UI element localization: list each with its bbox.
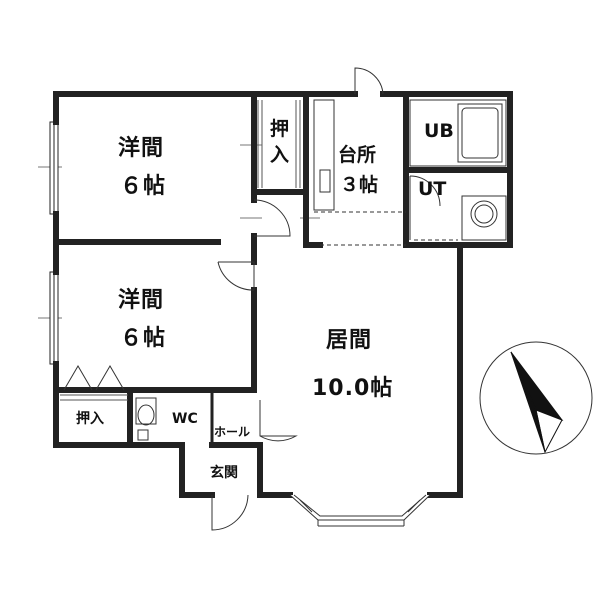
toilet-name: WC — [172, 411, 198, 427]
north-arrow-icon — [479, 341, 593, 455]
entrance-name: 玄関 — [210, 465, 238, 481]
bedroom1-size: ６帖 — [120, 174, 167, 199]
bay-window — [289, 494, 431, 527]
hall-name: ホール — [214, 425, 251, 439]
bedroom2-size: ６帖 — [120, 326, 167, 351]
thin-walls — [130, 388, 214, 445]
living-size: 10.0帖 — [312, 376, 394, 401]
utility-name: UT — [418, 178, 447, 200]
fixtures — [135, 99, 507, 441]
kitchen-size: ３帖 — [340, 174, 379, 196]
closet1-line2: 入 — [270, 144, 290, 166]
living-name: 居間 — [326, 328, 373, 353]
guide-lines — [38, 144, 320, 319]
walls — [53, 91, 513, 498]
closet-doors — [60, 100, 301, 401]
door-swings — [63, 67, 441, 531]
closet2-name: 押入 — [76, 411, 104, 427]
kitchen-name: 台所 — [338, 144, 377, 166]
bedroom1-name: 洋間 — [118, 136, 165, 161]
bedroom2-name: 洋間 — [118, 288, 165, 313]
bath-name: UB — [424, 120, 454, 142]
closet1-line1: 押 — [270, 118, 290, 140]
